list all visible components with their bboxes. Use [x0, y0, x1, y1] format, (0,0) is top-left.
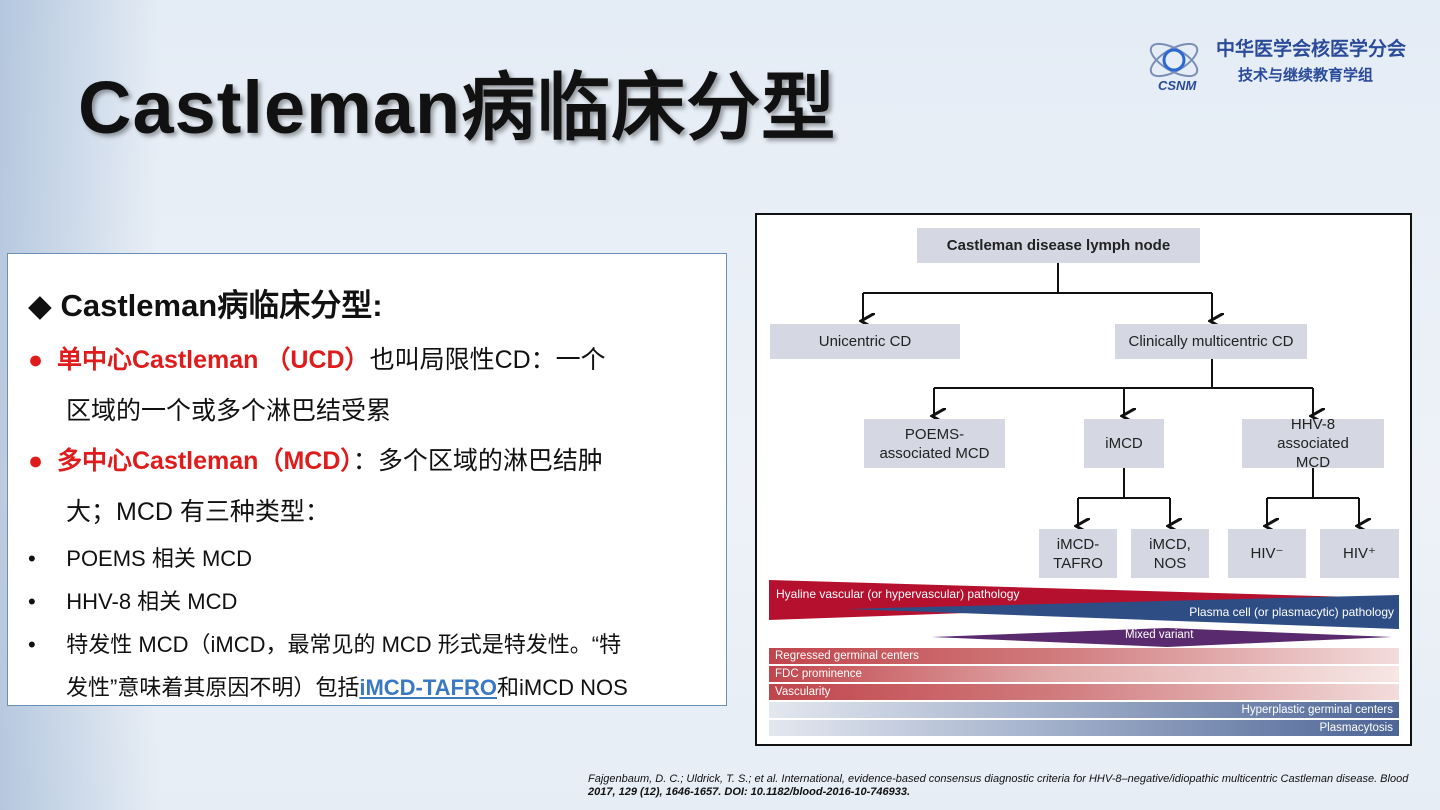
mixed-diamond: [932, 628, 1392, 647]
bullet-item: • 特发性 MCD（iMCD，最常见的 MCD 形式是特发性。“特: [28, 632, 622, 657]
ucd-text: 也叫局限性CD：一个: [369, 346, 606, 374]
bullet-text: POEMS 相关 MCD: [66, 546, 253, 571]
bullet-text: HHV-8 相关 MCD: [66, 589, 238, 614]
ucd-label: 单中心Castleman （UCD）: [57, 346, 370, 374]
citation-text: Fajgenbaum, D. C.; Uldrick, T. S.; et al…: [588, 773, 1409, 785]
hiv-positive-box: HIV⁺: [1320, 529, 1399, 578]
hyaline-label: Hyaline vascular (or hypervascular) path…: [776, 587, 1020, 601]
tafro-box: iMCD-TAFRO: [1039, 529, 1117, 578]
nos-box: iMCD, NOS: [1131, 529, 1209, 578]
imcd-tafro-link[interactable]: iMCD-TAFRO: [359, 675, 497, 700]
root-box: Castleman disease lymph node: [917, 228, 1200, 263]
mcd-label: 多中心Castleman（MCD）: [57, 447, 353, 475]
ucd-line: ● 单中心Castleman （UCD）也叫局限性CD：一个: [28, 340, 606, 376]
section-heading: ◆ Castleman病临床分型:: [28, 288, 383, 323]
last-line-text: 和iMCD NOS: [497, 675, 628, 700]
page-title: Castleman病临床分型: [78, 66, 837, 149]
last-line-text: 发性”意味着其原因不明）包括: [66, 675, 360, 700]
feature-bar-red: Vascularity: [769, 684, 1399, 700]
plasma-label: Plasma cell (or plasmacytic) pathology: [1189, 605, 1394, 619]
feature-bar-blue: Plasmacytosis: [769, 720, 1399, 736]
society-logo: CSNM 中华医学会核医学分会 技术与继续教育学组: [1140, 28, 1420, 98]
svg-text:CSNM: CSNM: [1158, 78, 1197, 92]
unicentric-box: Unicentric CD: [770, 324, 960, 359]
poems-box: POEMS-associated MCD: [864, 419, 1005, 468]
feature-bar-red: Regressed germinal centers: [769, 648, 1399, 664]
connector-arrows: [769, 263, 1399, 647]
castleman-classification-diagram: Castleman disease lymph node Unicentric …: [755, 213, 1412, 746]
bullet-item: • HHV-8 相关 MCD: [28, 589, 238, 614]
mcd-text: ：多个区域的淋巴结肿: [352, 447, 603, 475]
feature-bar-red: FDC prominence: [769, 666, 1399, 682]
bullet-dot: ●: [28, 346, 57, 374]
imcd-box: iMCD: [1084, 419, 1164, 468]
ucd-text-2: 区域的一个或多个淋巴结受累: [66, 397, 392, 425]
feature-bar-blue: Hyperplastic germinal centers: [769, 702, 1399, 718]
mcd-text-2: 大；MCD 有三种类型：: [66, 498, 330, 526]
citation-bold: 2017, 129 (12), 1646-1657. DOI: 10.1182/…: [588, 786, 911, 798]
multicentric-box: Clinically multicentric CD: [1115, 324, 1307, 359]
plasma-wedge: [847, 595, 1399, 629]
mixed-label: Mixed variant: [1125, 629, 1194, 641]
citation: Fajgenbaum, D. C.; Uldrick, T. S.; et al…: [588, 773, 1418, 799]
logo-line-1: 中华医学会核医学分会: [1216, 39, 1407, 60]
logo-line-2: 技术与继续教育学组: [1238, 67, 1374, 84]
bullet-dot: ●: [28, 447, 57, 475]
bullet-item: • POEMS 相关 MCD: [28, 546, 253, 571]
hiv-negative-box: HIV⁻: [1228, 529, 1306, 578]
atom-logo-icon: CSNM: [1149, 42, 1199, 92]
mcd-line: ● 多中心Castleman（MCD）：多个区域的淋巴结肿: [28, 441, 603, 477]
hhv8-box: HHV-8 associated MCD: [1242, 416, 1384, 471]
last-line: 发性”意味着其原因不明）包括iMCD-TAFRO和iMCD NOS: [66, 670, 628, 702]
bullet-text: 特发性 MCD（iMCD，最常见的 MCD 形式是特发性。“特: [66, 632, 622, 657]
classification-text-box: ◆ Castleman病临床分型: ● 单中心Castleman （UCD）也叫…: [7, 253, 727, 706]
